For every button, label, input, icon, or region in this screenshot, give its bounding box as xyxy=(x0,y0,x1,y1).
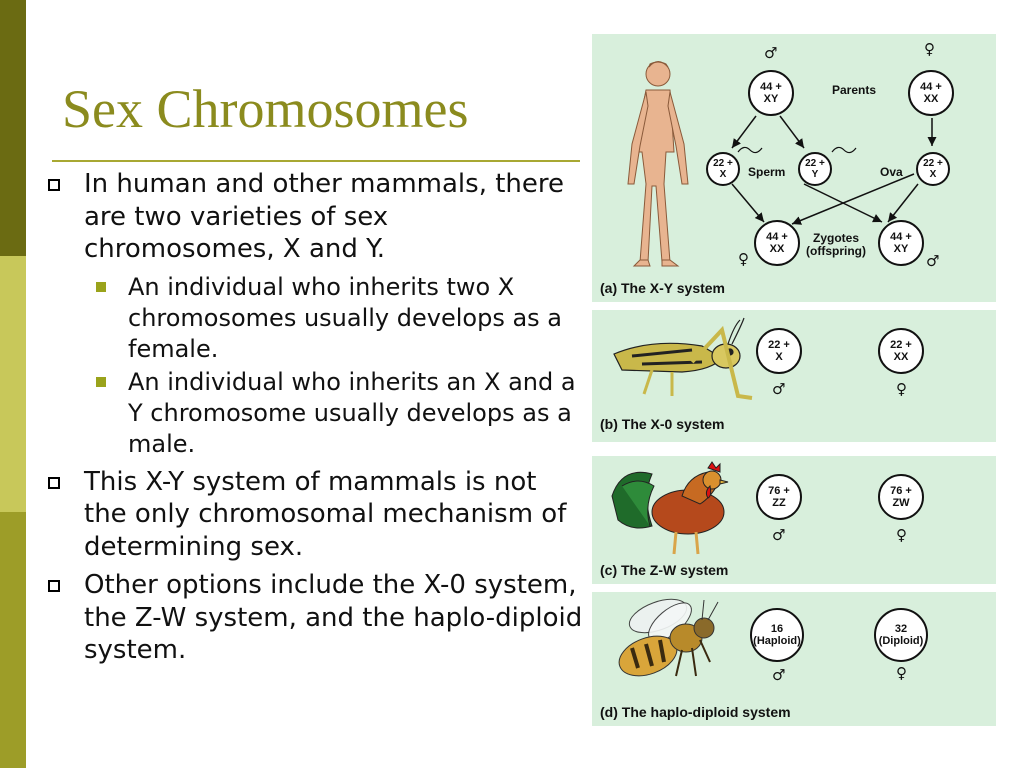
female-chromosome-circle: 76 + ZW xyxy=(878,474,924,520)
filled-square-bullet-icon xyxy=(96,376,106,387)
hollow-square-bullet-icon xyxy=(48,179,60,191)
sub-bullet-item: An individual who inherits an X and a Y … xyxy=(96,367,584,460)
slide-title: Sex Chromosomes xyxy=(62,79,469,139)
zygotes-label: Zygotes (offspring) xyxy=(806,231,866,258)
ova-label: Ova xyxy=(880,165,903,179)
male-symbol-icon: ♂ xyxy=(764,44,778,62)
male-symbol-icon: ♂ xyxy=(926,252,940,270)
female-symbol-icon: ♀ xyxy=(896,526,907,544)
left-bar-dark xyxy=(0,0,26,256)
filled-square-bullet-icon xyxy=(96,281,106,292)
female-symbol-icon: ♀ xyxy=(738,250,749,268)
sub-bullet-text: An individual who inherits an X and a Y … xyxy=(128,367,576,458)
panel-xy-system: ♂ ♀ 44 + XY Parents 44 + XX 22 + X Sperm… xyxy=(592,34,996,302)
sperm-label: Sperm xyxy=(748,165,786,179)
father-chromosome-circle: 44 + XY xyxy=(748,70,794,116)
zygote-female-circle: 44 + XX xyxy=(754,220,800,266)
panel-x0-system: 22 + X 22 + XX ♂ ♀ (b) The X-0 system xyxy=(592,310,996,442)
panel-caption: (d) The haplo-diploid system xyxy=(600,704,791,720)
female-chromosome-circle: 32 (Diploid) xyxy=(874,608,928,662)
zygote-male-circle: 44 + XY xyxy=(878,220,924,266)
sub-bullet-text: An individual who inherits two X chromos… xyxy=(128,272,562,363)
mother-chromosome-circle: 44 + XX xyxy=(908,70,954,116)
panel-haplo-diploid-system: 16 (Haploid) 32 (Diploid) ♂ ♀ (d) The ha… xyxy=(592,592,996,726)
human-figure-icon xyxy=(627,61,689,267)
bullet-item: Other options include the X-0 system, th… xyxy=(44,569,584,667)
inheritance-arrows xyxy=(731,115,937,225)
bee-icon xyxy=(618,598,719,677)
rooster-icon xyxy=(611,461,729,555)
parents-label: Parents xyxy=(832,83,877,97)
female-symbol-icon: ♀ xyxy=(896,380,907,398)
bullet-text: Other options include the X-0 system, th… xyxy=(84,570,583,665)
bullet-item: In human and other mammals, there are tw… xyxy=(44,168,584,266)
panel-caption: (c) The Z-W system xyxy=(600,562,729,578)
male-chromosome-circle: 16 (Haploid) xyxy=(750,608,804,662)
grasshopper-icon xyxy=(613,317,753,400)
sperm-y-circle: 22 + Y xyxy=(798,152,832,186)
xy-diagram-art xyxy=(627,61,937,267)
bullet-text: This X-Y system of mammals is not the on… xyxy=(84,466,567,562)
left-bar-mid xyxy=(0,512,26,768)
male-chromosome-circle: 76 + ZZ xyxy=(756,474,802,520)
left-bar-light xyxy=(0,256,26,512)
panel-caption: (a) The X-Y system xyxy=(600,280,726,296)
panel-caption: (b) The X-0 system xyxy=(600,416,725,432)
bullet-item: This X-Y system of mammals is not the on… xyxy=(44,466,584,564)
male-chromosome-circle: 22 + X xyxy=(756,328,802,374)
hollow-square-bullet-icon xyxy=(48,476,60,489)
hollow-square-bullet-icon xyxy=(48,580,60,592)
title-underline xyxy=(52,160,580,162)
sperm-x-circle: 22 + X xyxy=(706,152,740,186)
female-symbol-icon: ♀ xyxy=(896,664,907,682)
male-symbol-icon: ♂ xyxy=(772,380,786,398)
ovum-circle: 22 + X xyxy=(916,152,950,186)
panel-zw-system: 76 + ZZ 76 + ZW ♂ ♀ (c) The Z-W system xyxy=(592,456,996,584)
female-chromosome-circle: 22 + XX xyxy=(878,328,924,374)
sperm-tail-icon xyxy=(737,146,857,154)
male-symbol-icon: ♂ xyxy=(772,666,786,684)
sub-bullet-item: An individual who inherits two X chromos… xyxy=(96,272,584,365)
bullet-list: In human and other mammals, there are tw… xyxy=(44,168,584,673)
female-symbol-icon: ♀ xyxy=(924,40,935,58)
bullet-text: In human and other mammals, there are tw… xyxy=(84,169,565,264)
male-symbol-icon: ♂ xyxy=(772,526,786,544)
